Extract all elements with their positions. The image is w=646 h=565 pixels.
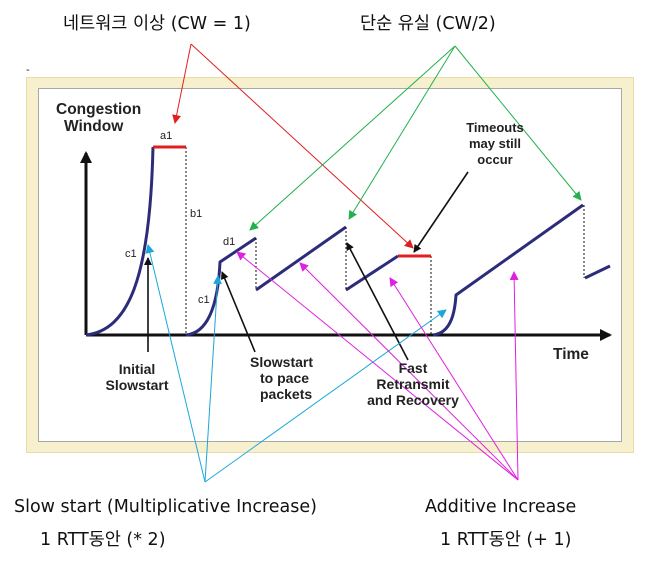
- point-label-c1-lower: c1: [198, 294, 210, 306]
- cyan-arrows: [145, 244, 447, 483]
- black-pointers: [144, 171, 469, 361]
- fast-line2: Retransmit: [376, 376, 450, 392]
- magenta-arrows: [236, 251, 519, 481]
- annotation-network-failure: 네트워크 이상 (CW = 1): [63, 14, 251, 34]
- annotation-simple-loss: 단순 유실 (CW/2): [360, 14, 496, 34]
- annotation-additive-rtt: 1 RTT동안 (+ 1): [440, 530, 572, 550]
- y-axis-label-line1: Congestion: [56, 101, 142, 118]
- fast-line1: Fast: [398, 360, 428, 376]
- y-axis-label-line2: Window: [64, 118, 124, 135]
- cwnd-curve: [85, 146, 611, 337]
- fast-line3: and Recovery: [367, 392, 459, 408]
- y-axis-label: Congestion Window: [56, 101, 141, 135]
- fast-retransmit-label: Fast Retransmit and Recovery: [356, 360, 470, 408]
- initial-line1: Initial: [118, 361, 156, 377]
- slowstart-line1: Slowstart: [250, 354, 314, 370]
- red-arrows: [172, 43, 414, 249]
- slowstart-line2: to pace: [260, 370, 310, 386]
- timeouts-label: Timeouts may still occur: [455, 120, 535, 168]
- timeouts-line1: Timeouts: [466, 120, 524, 135]
- timeouts-line2: may still: [468, 136, 522, 151]
- stray-mark: -: [26, 64, 30, 76]
- drop-dotted-lines: [185, 147, 585, 335]
- initial-line2: Slowstart: [105, 377, 169, 393]
- annotation-slow-start: Slow start (Multiplicative Increase): [14, 497, 317, 517]
- timeouts-line3: occur: [477, 152, 513, 167]
- point-label-b1: b1: [190, 208, 203, 220]
- initial-slowstart-label: Initial Slowstart: [92, 361, 182, 393]
- green-arrows: [249, 45, 582, 231]
- point-label-d1: d1: [223, 236, 236, 248]
- slowstart-pace-label: Slowstart to pace packets: [250, 354, 340, 402]
- point-label-c1-upper: c1: [125, 248, 137, 260]
- diagram-plot-area: [38, 88, 622, 442]
- point-label-a1: a1: [160, 130, 173, 142]
- annotation-additive-increase: Additive Increase: [425, 497, 577, 517]
- x-axis-label: Time: [553, 346, 589, 363]
- annotation-slow-start-rtt: 1 RTT동안 (* 2): [40, 530, 166, 550]
- slowstart-line3: packets: [260, 386, 313, 402]
